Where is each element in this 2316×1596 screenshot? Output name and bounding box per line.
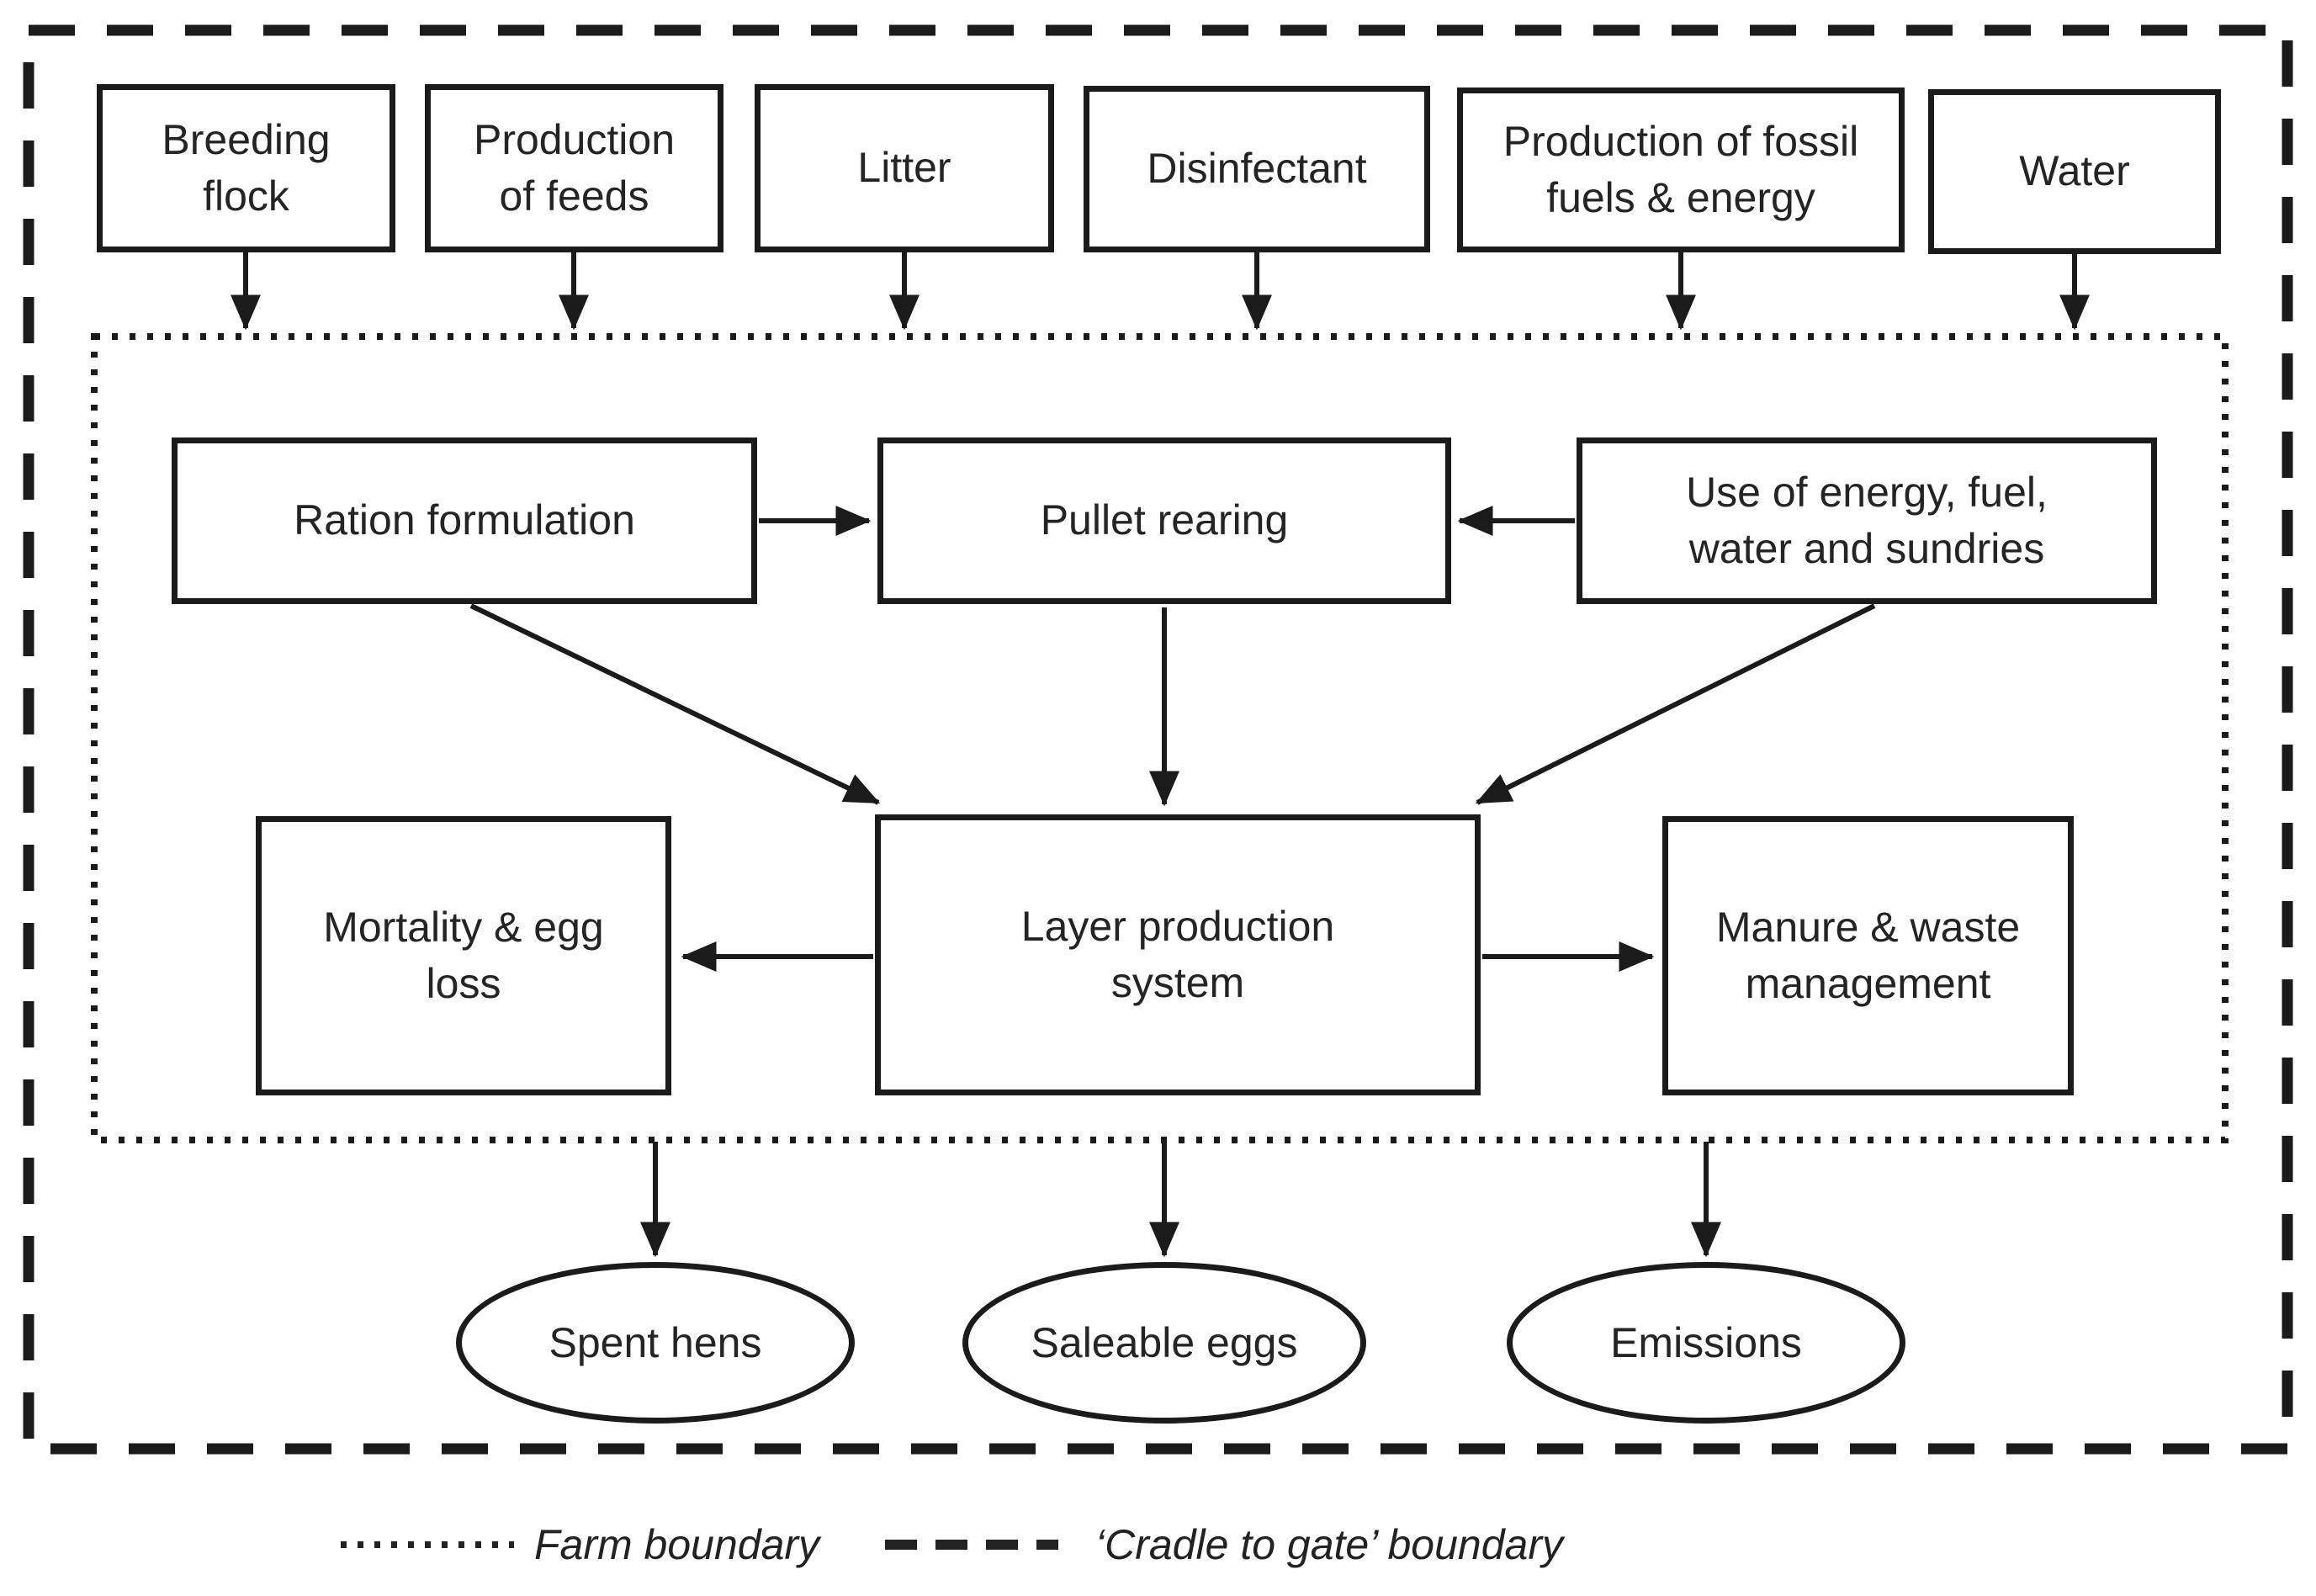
process-box-pullet-rearing: Pullet rearing bbox=[877, 437, 1451, 604]
process-label: Layer production system bbox=[1020, 902, 1335, 1007]
input-box-fossil-fuels-energy: Production of fossil fuels & energy bbox=[1457, 87, 1905, 252]
input-box-breeding-flock: Breeding flock bbox=[97, 84, 395, 252]
output-ellipse-emissions: Emissions bbox=[1507, 1262, 1905, 1424]
process-label: Mortality & egg loss bbox=[323, 903, 604, 1008]
input-label: Litter bbox=[857, 144, 951, 192]
dotted-line-swatch bbox=[341, 1541, 514, 1548]
output-ellipse-saleable-eggs: Saleable eggs bbox=[962, 1262, 1366, 1424]
process-label: Pullet rearing bbox=[1040, 496, 1289, 544]
input-box-disinfectant: Disinfectant bbox=[1084, 86, 1430, 252]
process-label: Ration formulation bbox=[294, 496, 635, 544]
output-label: Saleable eggs bbox=[1031, 1319, 1298, 1366]
process-box-mortality-egg-loss: Mortality & egg loss bbox=[256, 816, 671, 1095]
cradle-to-gate-boundary bbox=[23, 24, 2293, 1455]
input-box-water: Water bbox=[1928, 89, 2221, 254]
dashed-line-swatch bbox=[885, 1540, 1059, 1550]
input-label: Disinfectant bbox=[1147, 145, 1367, 193]
process-box-manure-waste-management: Manure & waste management bbox=[1662, 816, 2074, 1095]
farm-boundary bbox=[91, 333, 2229, 1143]
input-box-production-of-feeds: Production of feeds bbox=[425, 84, 723, 252]
process-box-energy-fuel-water-sundries: Use of energy, fuel, water and sundries bbox=[1577, 437, 2157, 604]
process-box-ration-formulation: Ration formulation bbox=[172, 437, 757, 604]
arrow-energy-to-layer bbox=[1475, 603, 1876, 805]
process-box-layer-production-system: Layer production system bbox=[875, 814, 1481, 1095]
output-ellipse-spent-hens: Spent hens bbox=[456, 1262, 855, 1424]
process-label: Use of energy, fuel, water and sundries bbox=[1686, 468, 2048, 573]
input-label: Breeding flock bbox=[162, 115, 331, 220]
input-label: Production of feeds bbox=[473, 115, 676, 220]
input-label: Production of fossil fuels & energy bbox=[1502, 117, 1859, 222]
input-label: Water bbox=[2019, 147, 2130, 195]
legend-label-farm-boundary: Farm boundary bbox=[534, 1521, 820, 1568]
legend-label-cradle-to-gate-boundary: ‘Cradle to gate’ boundary bbox=[1095, 1521, 1563, 1568]
legend: Farm boundary ‘Cradle to gate’ boundary bbox=[341, 1510, 1563, 1579]
process-label: Manure & waste management bbox=[1715, 903, 2021, 1008]
input-box-litter: Litter bbox=[755, 84, 1054, 252]
arrow-ration-to-layer bbox=[469, 603, 881, 805]
output-label: Spent hens bbox=[549, 1319, 762, 1366]
output-label: Emissions bbox=[1610, 1319, 1802, 1366]
